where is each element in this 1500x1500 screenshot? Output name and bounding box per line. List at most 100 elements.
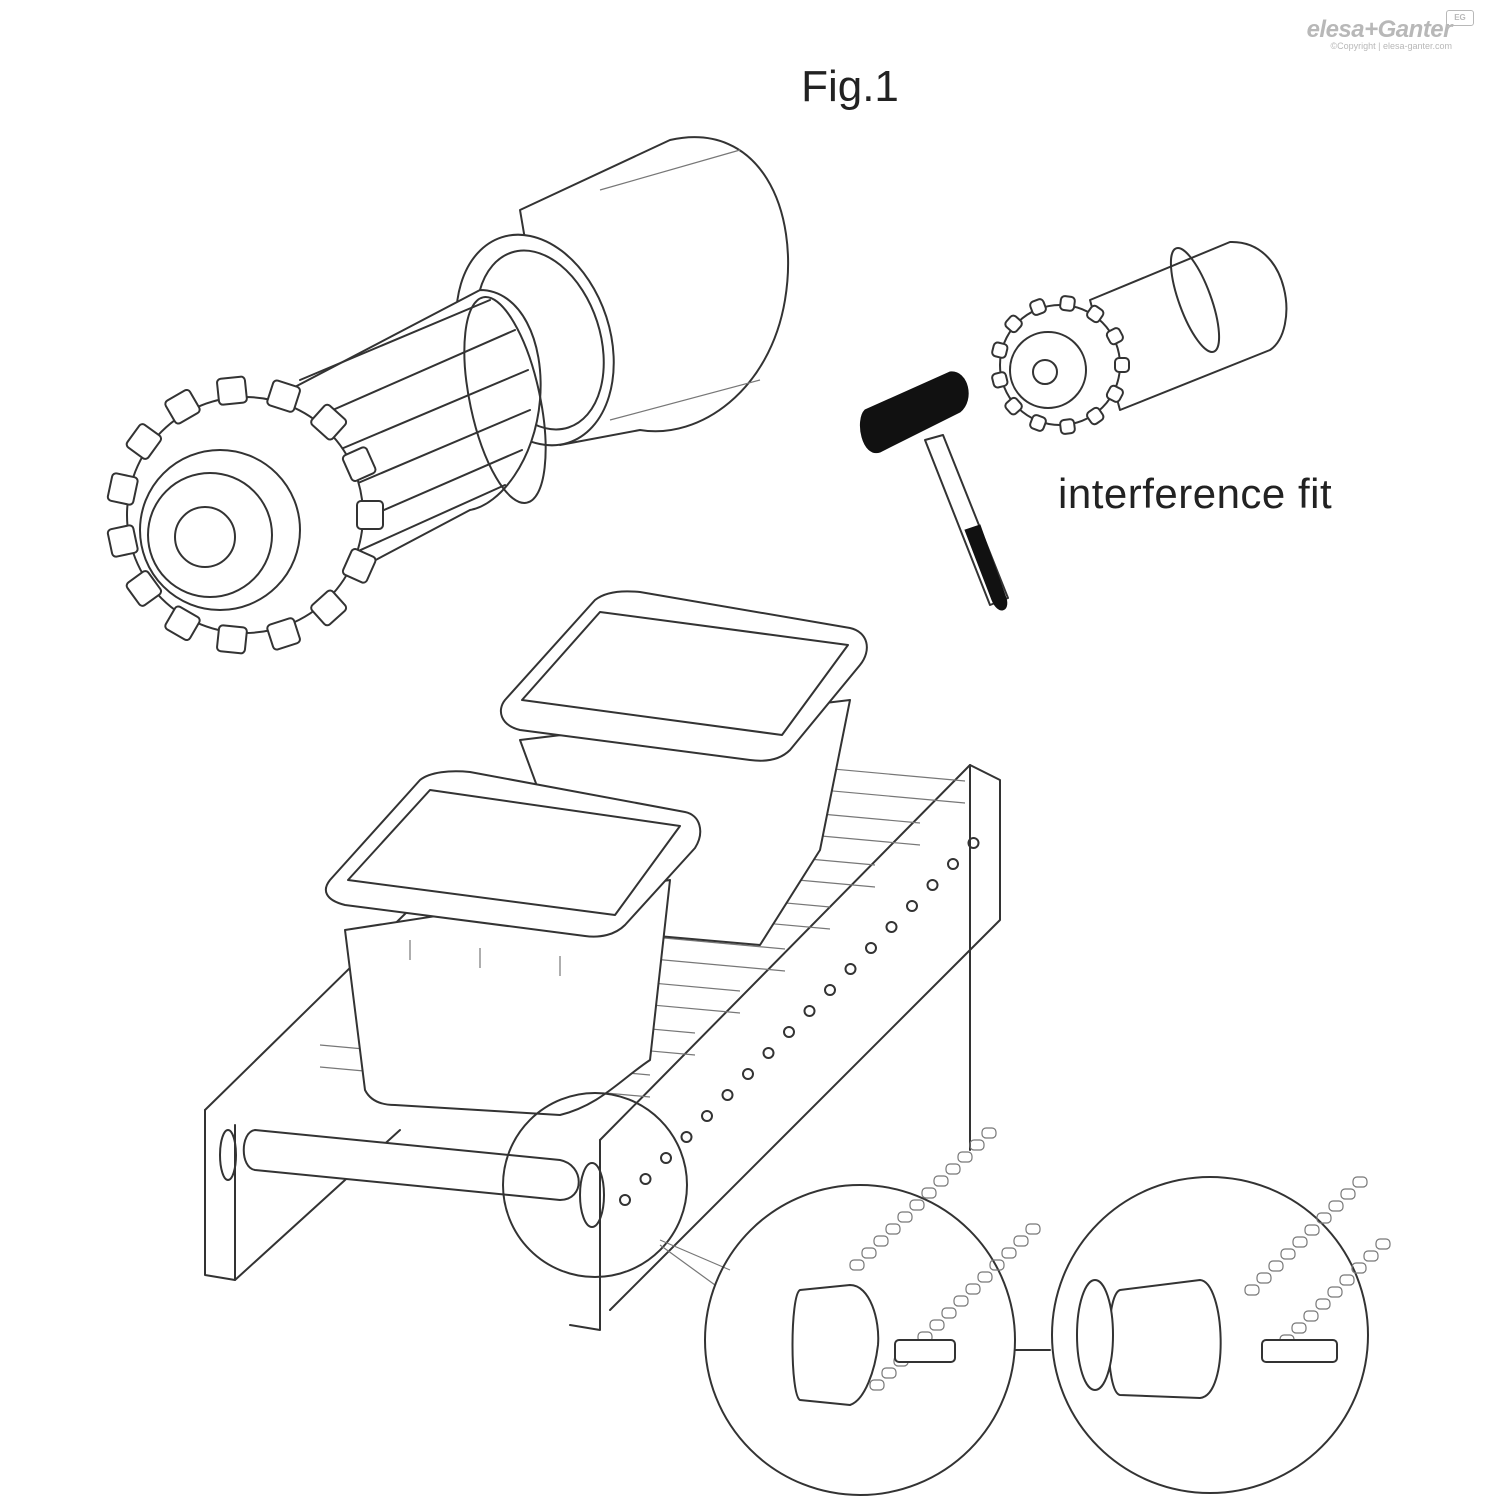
chain-link (1316, 1212, 1332, 1224)
chain-link (1352, 1176, 1368, 1188)
chain-link (1328, 1200, 1344, 1212)
sprocket-tooth (1029, 414, 1047, 432)
sprocket-tooth (1105, 384, 1124, 403)
sprocket-tooth (1086, 406, 1105, 426)
chain-link (1304, 1224, 1320, 1236)
chain-link (885, 1223, 901, 1235)
assembled-sprocket-roller (991, 240, 1288, 435)
sprocket-tooth (1029, 298, 1047, 316)
chain-link (881, 1367, 897, 1379)
sprocket-tooth (1004, 314, 1023, 334)
chain-link (909, 1199, 925, 1211)
chain-link (873, 1235, 889, 1247)
rail-bolt (660, 1152, 672, 1164)
brand-logo: EG elesa+Ganter ©Copyright | elesa-gante… (1306, 10, 1474, 51)
sprocket-tooth (1105, 327, 1124, 346)
sprocket-tooth (1059, 418, 1076, 435)
sprocket-tooth (266, 617, 301, 651)
rail-bolt (824, 984, 836, 996)
sprocket-tooth (341, 548, 377, 584)
chain-link (929, 1319, 945, 1331)
rail-bolt (803, 1005, 816, 1017)
detail-view-chain-drive (704, 1127, 1041, 1496)
chain-link (1001, 1247, 1017, 1259)
chain-link (849, 1259, 865, 1271)
chain-link (861, 1247, 877, 1259)
chain-link (1340, 1188, 1356, 1200)
chain-link (941, 1307, 957, 1319)
chain-link (1291, 1322, 1307, 1334)
rail-bolt (906, 900, 918, 912)
sprocket-tooth (266, 379, 301, 413)
rail-bolt (844, 963, 857, 975)
rail-bolt (926, 879, 939, 891)
chain-link (945, 1163, 961, 1175)
sprocket-tooth (216, 375, 248, 406)
rail-bolt (783, 1026, 795, 1038)
sprocket-tooth (1059, 295, 1076, 312)
rail-bolt (967, 837, 980, 849)
chain-link (1280, 1248, 1296, 1260)
chain-link (1256, 1272, 1272, 1284)
chain-link (989, 1259, 1005, 1271)
chain-link (1292, 1236, 1308, 1248)
rail-bolt (639, 1173, 652, 1185)
sprocket-tooth (164, 605, 201, 642)
rail-bolt (865, 942, 877, 954)
logo-copyright: ©Copyright | elesa-ganter.com (1330, 41, 1452, 51)
chain-link (1339, 1274, 1355, 1286)
sprocket-tooth (991, 341, 1009, 359)
chain-link (897, 1211, 913, 1223)
sprocket-wheel (106, 375, 384, 655)
chain-link (1375, 1238, 1391, 1250)
exploded-sprocket-roller (106, 136, 790, 655)
chain-link (977, 1271, 993, 1283)
mallet-icon (859, 371, 1009, 611)
chain-link (957, 1151, 973, 1163)
chain-link (1327, 1286, 1343, 1298)
sprocket-tooth (106, 472, 139, 506)
rail-bolt (885, 921, 898, 933)
rail-bolt (762, 1047, 775, 1059)
sprocket-tooth (341, 446, 377, 482)
chain-link (965, 1283, 981, 1295)
sprocket-tooth (991, 371, 1009, 389)
chain-link (1025, 1223, 1041, 1235)
figure-title: Fig.1 (0, 62, 1500, 112)
chain-link (1013, 1235, 1029, 1247)
chain-link (953, 1295, 969, 1307)
sprocket-tooth (356, 500, 384, 530)
chain-link (921, 1187, 937, 1199)
callout-interference-fit: interference fit (1058, 470, 1333, 517)
logo-badge: EG (1446, 10, 1474, 26)
rail-bolt (947, 858, 959, 870)
chain-link (1351, 1262, 1367, 1274)
chain-link (1315, 1298, 1331, 1310)
chain-link (1363, 1250, 1379, 1262)
chain-link (1303, 1310, 1319, 1322)
sprocket-tooth (1004, 396, 1023, 416)
sprocket-tooth (310, 403, 348, 441)
sprocket-tooth (310, 589, 348, 627)
rail-bolt (721, 1089, 734, 1101)
detail-magnifier-icon (502, 1092, 731, 1286)
sprocket-tooth (164, 388, 201, 425)
rail-bolt (742, 1068, 754, 1080)
rail-bolt (680, 1131, 693, 1143)
chain-link (933, 1175, 949, 1187)
rail-bolt (701, 1110, 713, 1122)
chain-link (1244, 1284, 1260, 1296)
logo-brand-text: elesa+Ganter (1306, 16, 1453, 43)
chain-link (1268, 1260, 1284, 1272)
figure-title-text: Fig.1 (801, 62, 899, 111)
sprocket-tooth (1086, 304, 1105, 324)
sprocket-tooth (106, 524, 139, 558)
sprocket-tooth (125, 423, 163, 460)
chain-link (969, 1139, 985, 1151)
rail-bolt (619, 1194, 631, 1206)
sprocket-tooth (125, 570, 163, 607)
sprocket-tooth (216, 624, 248, 655)
chain-link (981, 1127, 997, 1139)
detail-view-sprocket (1051, 1176, 1391, 1494)
